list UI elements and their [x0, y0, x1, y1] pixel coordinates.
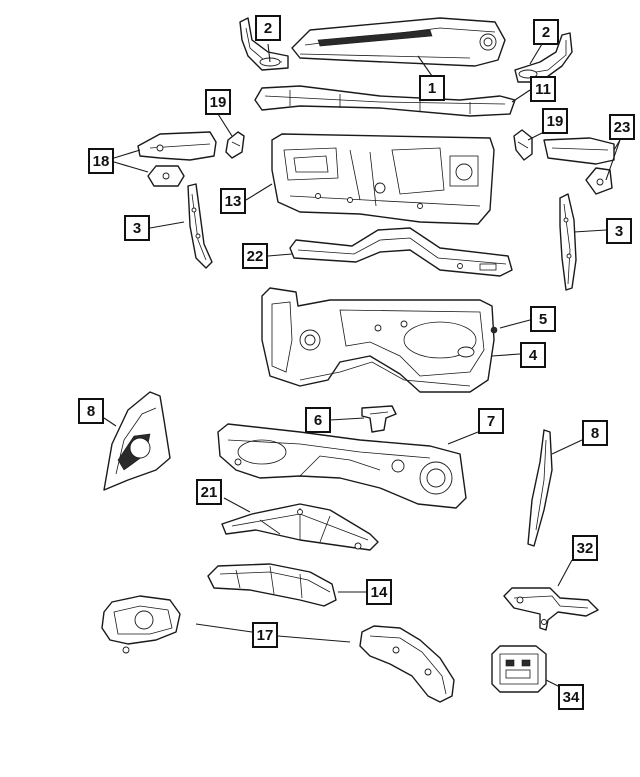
part-panel-14[interactable]	[207, 563, 337, 607]
part-cowl-bracket-right[interactable]	[514, 32, 573, 83]
callout-3-right[interactable]: 3	[606, 218, 632, 244]
callout-2-right[interactable]: 2	[533, 19, 559, 45]
part-bracket-19-left[interactable]	[225, 131, 245, 159]
callout-23[interactable]: 23	[609, 114, 635, 140]
callout-6[interactable]: 6	[305, 407, 331, 433]
callout-8-left[interactable]: 8	[78, 398, 104, 424]
callout-14[interactable]: 14	[366, 579, 392, 605]
callout-34[interactable]: 34	[558, 684, 584, 710]
part-cowl-top-panel[interactable]	[291, 17, 506, 67]
part-bracket-6[interactable]	[361, 405, 397, 433]
part-panel-8-right[interactable]	[527, 429, 553, 547]
part-cross-brace-21[interactable]	[221, 503, 379, 551]
part-rail-17-right[interactable]	[359, 625, 455, 703]
part-cowl-cross-member[interactable]	[254, 85, 516, 117]
callout-1[interactable]: 1	[419, 75, 445, 101]
part-bracket-19-right[interactable]	[513, 129, 533, 161]
part-bracket-23-upper[interactable]	[543, 137, 615, 165]
part-housing-17-left[interactable]	[101, 595, 181, 654]
part-bracket-23-lower[interactable]	[585, 167, 613, 195]
callout-4[interactable]: 4	[520, 342, 546, 368]
part-pillar-reinforcement-left[interactable]	[187, 183, 213, 269]
part-dash-panel-4[interactable]	[261, 287, 495, 393]
part-dash-silencer-7[interactable]	[217, 423, 467, 509]
part-bracket-18-upper[interactable]	[137, 131, 217, 161]
part-reinforcement-22[interactable]	[289, 227, 513, 277]
callout-19-right[interactable]: 19	[542, 108, 568, 134]
callout-11[interactable]: 11	[530, 76, 556, 102]
callout-32[interactable]: 32	[572, 535, 598, 561]
callout-3-left[interactable]: 3	[124, 215, 150, 241]
callout-7[interactable]: 7	[478, 408, 504, 434]
callout-18[interactable]: 18	[88, 148, 114, 174]
part-pillar-reinforcement-right[interactable]	[559, 193, 577, 291]
part-dash-panel-13[interactable]	[271, 133, 495, 225]
part-bracket-32[interactable]	[503, 587, 599, 631]
leader-lines	[103, 43, 621, 687]
part-panel-8-left[interactable]	[103, 391, 171, 491]
callout-13[interactable]: 13	[220, 188, 246, 214]
callout-19-left[interactable]: 19	[205, 89, 231, 115]
part-plug-5[interactable]	[490, 326, 498, 334]
callout-22[interactable]: 22	[242, 243, 268, 269]
callout-21[interactable]: 21	[196, 479, 222, 505]
callout-8-right[interactable]: 8	[582, 420, 608, 446]
callout-5[interactable]: 5	[530, 306, 556, 332]
part-module-34[interactable]	[491, 645, 547, 693]
part-bracket-18-lower[interactable]	[147, 165, 185, 187]
callout-17[interactable]: 17	[252, 622, 278, 648]
callout-2-left[interactable]: 2	[255, 15, 281, 41]
